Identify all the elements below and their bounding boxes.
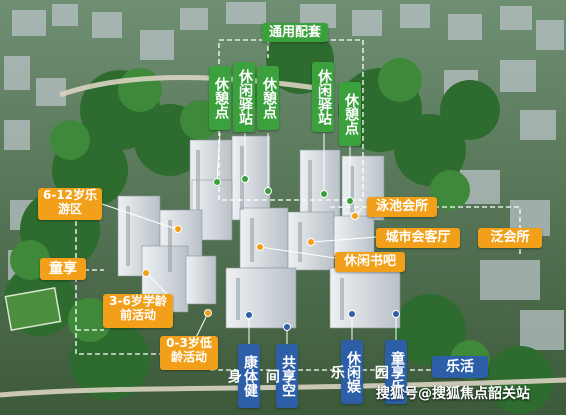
- shared-space-label: 共享空间: [264, 344, 298, 408]
- leisure-station-marker-1: [241, 175, 249, 183]
- leisure-reading-bar-label: 休闲书吧: [335, 252, 405, 272]
- general-amenities-title: 通用配套: [262, 23, 328, 42]
- leisure-entertainment-marker: [348, 310, 356, 318]
- rest-point-label-1: 休憩点: [209, 66, 231, 130]
- city-lounge-label: 城市会客厅: [376, 228, 460, 248]
- age-3-6-preschool-activity-label: 3-6岁学龄前活动: [103, 294, 173, 328]
- kids-park-label: 童享乐园: [373, 340, 407, 404]
- pan-clubhouse-label: 泛会所: [478, 228, 542, 248]
- preschool-activity-marker: [142, 269, 150, 277]
- play-zone-marker: [174, 225, 182, 233]
- reading-bar-marker: [256, 243, 264, 251]
- age-6-12-play-zone-label: 6-12岁乐游区: [38, 188, 102, 220]
- rest-point-label-2: 休憩点: [257, 66, 279, 130]
- rest-point-marker-1: [213, 178, 221, 186]
- rest-point-marker-2: [264, 187, 272, 195]
- age-0-3-toddler-activity-label: 0-3岁低龄活动: [160, 336, 218, 370]
- pool-clubhouse-label: 泳池会所: [367, 197, 437, 217]
- rest-point-label-3: 休憩点: [339, 82, 361, 146]
- fitness-marker: [245, 311, 253, 319]
- watermark-text: 搜狐号@搜狐焦点韶关站: [376, 386, 530, 402]
- toddler-activity-marker: [204, 309, 212, 317]
- children-zone-title: 童享: [40, 258, 86, 280]
- leisure-station-marker-2: [320, 190, 328, 198]
- leisure-station-label-2: 休闲驿站: [312, 62, 334, 132]
- leisure-station-label-1: 休闲驿站: [233, 62, 255, 132]
- lifestyle-zone-title: 乐活: [432, 356, 488, 378]
- kids-park-marker: [392, 310, 400, 318]
- leisure-entertainment-label: 休闲娱乐: [329, 340, 363, 404]
- fitness-label: 康体健身: [226, 344, 260, 408]
- rest-point-marker-3: [346, 197, 354, 205]
- city-lounge-marker: [307, 238, 315, 246]
- pool-clubhouse-marker: [351, 212, 359, 220]
- shared-space-marker: [283, 323, 291, 331]
